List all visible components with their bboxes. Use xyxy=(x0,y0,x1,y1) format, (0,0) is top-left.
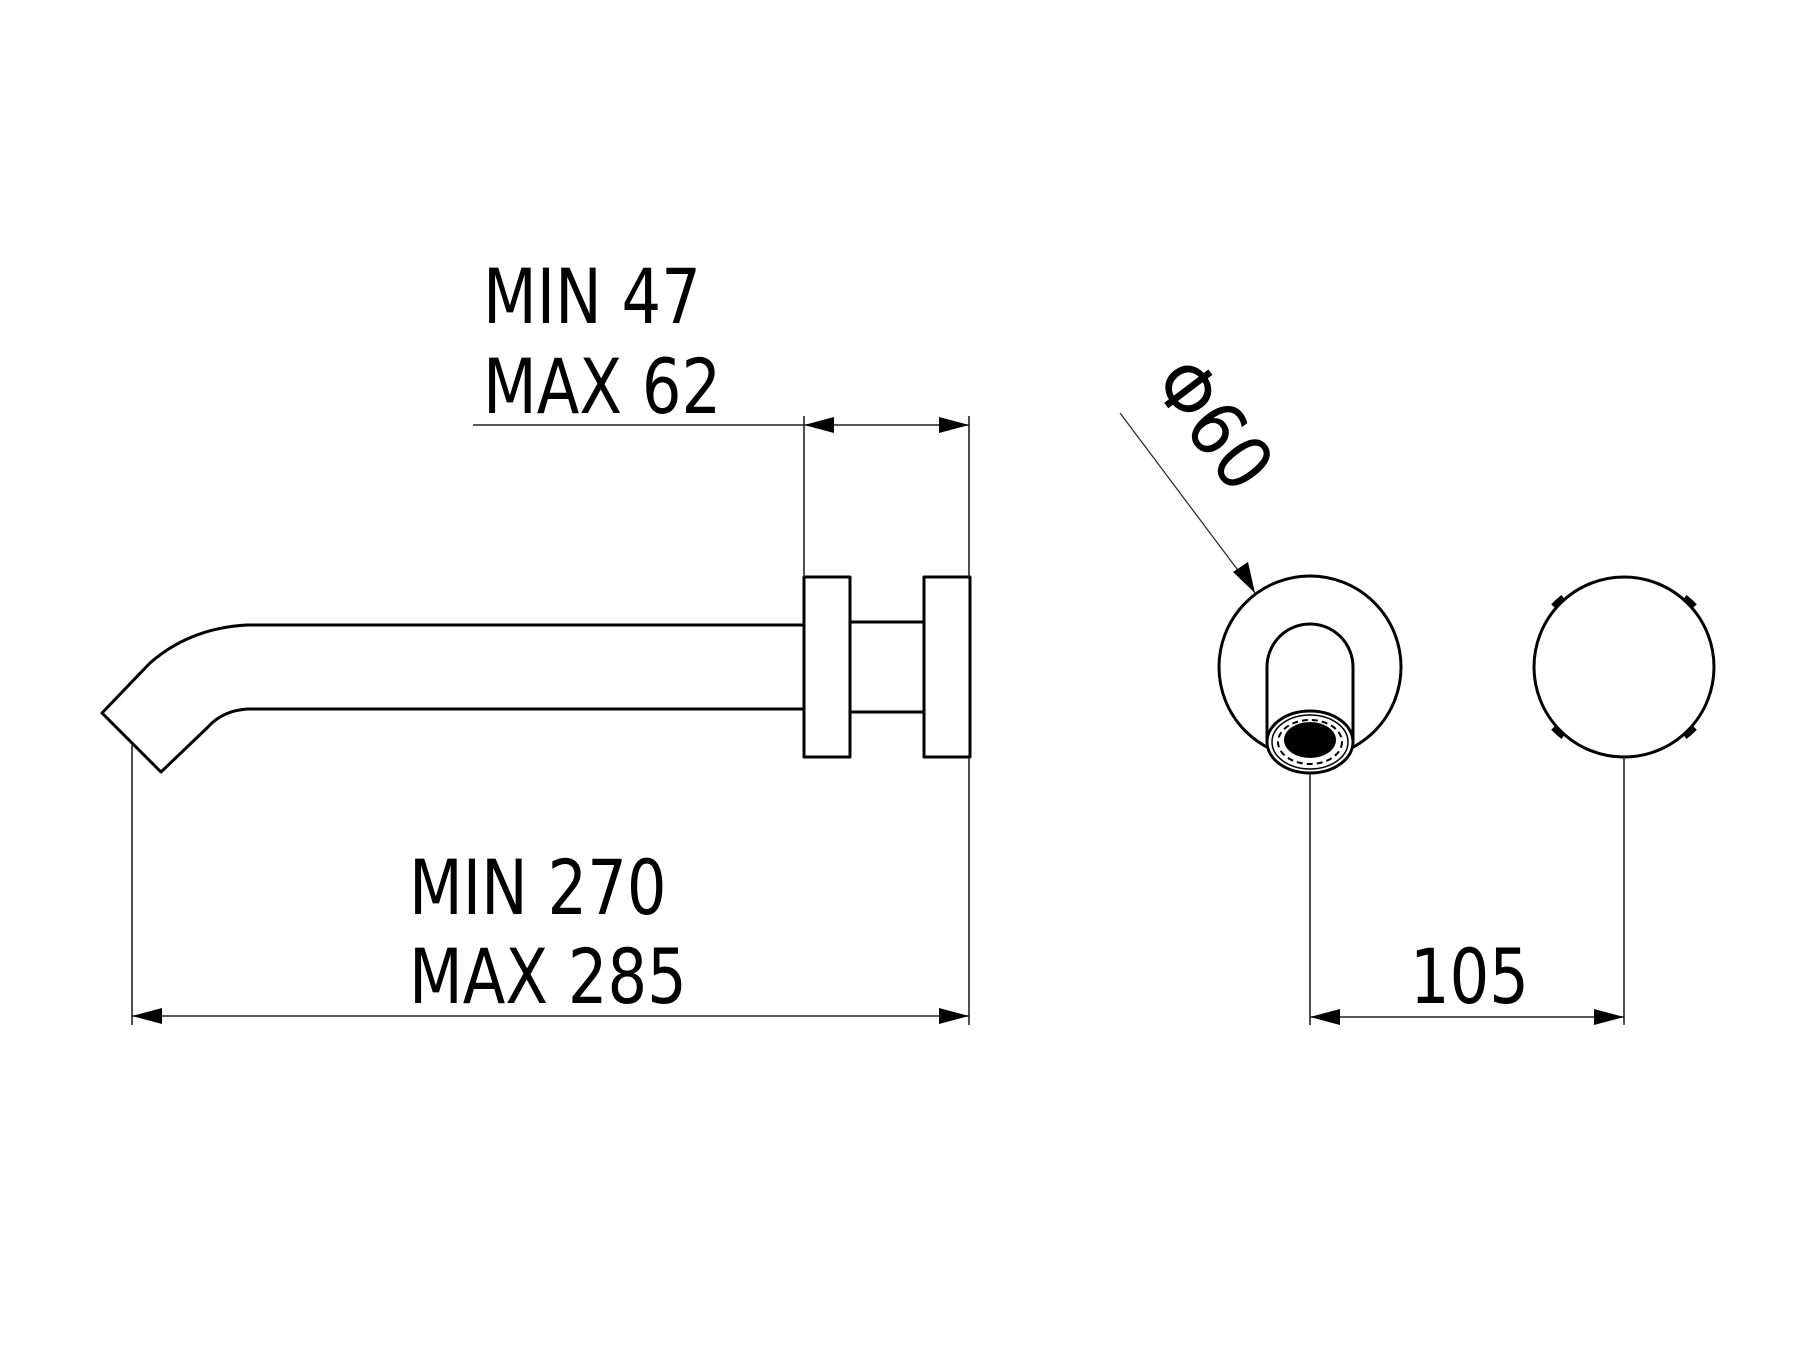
arrowhead-right xyxy=(939,417,969,433)
dimension-center-distance: 105 xyxy=(1309,757,1625,1025)
dimension-label: 105 xyxy=(1410,933,1529,1022)
dimension-spout-length: MIN 270 MAX 285 xyxy=(131,745,970,1025)
dimension-label-max: MAX 62 xyxy=(483,343,721,432)
arrowhead-right xyxy=(939,1008,969,1024)
arrowhead-left xyxy=(804,417,834,433)
diameter-label: Φ60 xyxy=(1135,342,1290,508)
arrowhead-left xyxy=(1310,1009,1340,1025)
dimension-diameter: Φ60 xyxy=(1119,342,1290,594)
arrowhead-left xyxy=(132,1008,162,1024)
leader-line xyxy=(1119,412,1256,594)
handle-notch xyxy=(1683,595,1697,608)
handle-notch xyxy=(1551,726,1565,739)
spout-outline xyxy=(100,623,806,774)
aerator xyxy=(1265,709,1355,775)
dimension-wall-depth: MIN 47 MAX 62 xyxy=(473,253,970,577)
dimension-label-min: MIN 47 xyxy=(483,253,701,342)
wall-flange-back xyxy=(922,575,972,759)
spout-body-front xyxy=(1265,622,1355,744)
control-handle-rosette xyxy=(1532,575,1716,759)
handle-notch xyxy=(1683,726,1697,739)
side-view xyxy=(100,575,972,774)
arrowhead xyxy=(1233,562,1255,593)
front-view xyxy=(1217,574,1716,775)
dimension-label-min: MIN 270 xyxy=(409,844,666,933)
dimension-label-max: MAX 285 xyxy=(409,933,687,1022)
wall-flange-front xyxy=(802,575,852,759)
arrowhead-right xyxy=(1594,1009,1624,1025)
handle-notch xyxy=(1551,595,1565,608)
